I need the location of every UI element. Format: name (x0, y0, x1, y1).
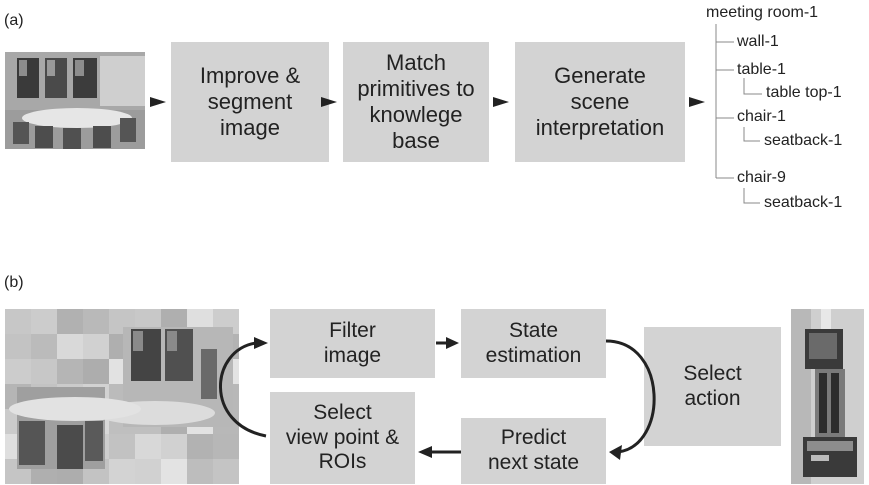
state-estimation-box: State estimation (461, 309, 606, 378)
tree-item-seatback-9: seatback-1 (764, 194, 843, 211)
match-primitives-label: Match primitives to knowlege base (357, 50, 475, 153)
pixel-block (135, 434, 161, 459)
tree-item-seatback-1: seatback-1 (764, 132, 843, 149)
pixel-block (5, 334, 31, 359)
pixel-block (187, 434, 213, 459)
tree-item-table-top: table top-1 (766, 84, 842, 101)
sharp-table-region (9, 387, 141, 469)
meeting-room-photo (5, 52, 145, 149)
pixel-block (213, 434, 239, 459)
sharp-roi-region (95, 327, 233, 427)
improve-segment-label: Improve & segment image (199, 63, 301, 140)
arrow-a2-icon (321, 97, 337, 107)
pixel-block (135, 459, 161, 484)
pixel-block (57, 309, 83, 334)
select-action-box: Select action (644, 327, 781, 446)
arrow-head-state-icon (446, 337, 459, 349)
tree-lines (715, 24, 762, 204)
select-view-point-label: Select view point & ROIs (285, 400, 400, 474)
select-view-point-box: Select view point & ROIs (270, 392, 415, 484)
pixel-block (5, 359, 31, 384)
pixel-block (83, 309, 109, 334)
robot-photo (791, 309, 864, 484)
tree-root: meeting room-1 (706, 4, 819, 21)
tree-item-wall: wall-1 (737, 33, 779, 50)
filter-image-label: Filter image (323, 318, 382, 367)
arrow-a1-icon (150, 97, 166, 107)
tree-item-chair-9: chair-9 (737, 169, 786, 186)
pixel-block (83, 334, 109, 359)
tree-item-chair-1: chair-1 (737, 108, 786, 125)
arrow-head-select-icon (418, 446, 432, 458)
generate-scene-box: Generate scene interpretation (515, 42, 685, 162)
pixel-block (57, 359, 83, 384)
pixel-block (83, 359, 109, 384)
pixel-block (5, 309, 31, 334)
state-estimation-label: State estimation (485, 318, 582, 367)
tree-item-table: table-1 (737, 61, 786, 78)
pixel-block (109, 459, 135, 484)
predict-next-state-box: Predict next state (461, 418, 606, 484)
pixel-block (109, 434, 135, 459)
arrow-select-to-filter (219, 341, 267, 438)
arrow-state-to-action (605, 339, 656, 454)
arrow-head-filter-icon (254, 337, 268, 349)
arrow-a3-icon (493, 97, 509, 107)
generate-scene-label: Generate scene interpretation (535, 63, 665, 140)
pixel-block (31, 334, 57, 359)
match-primitives-box: Match primitives to knowlege base (343, 42, 489, 162)
filter-image-box: Filter image (270, 309, 435, 378)
pixel-block (161, 459, 187, 484)
pixel-block (57, 334, 83, 359)
pixel-block (31, 309, 57, 334)
pixelated-room-image (5, 309, 239, 484)
improve-segment-box: Improve & segment image (171, 42, 329, 162)
pixel-block (213, 459, 239, 484)
predict-next-state-label: Predict next state (487, 426, 580, 474)
panel-b-label: (b) (4, 274, 24, 291)
pixel-block (187, 459, 213, 484)
arrow-a4-icon (689, 97, 705, 107)
select-action-label: Select action (683, 361, 742, 410)
pixel-block (161, 434, 187, 459)
panel-a-label: (a) (4, 12, 24, 29)
arrow-head-predict-icon (609, 445, 622, 460)
pixel-block (31, 359, 57, 384)
